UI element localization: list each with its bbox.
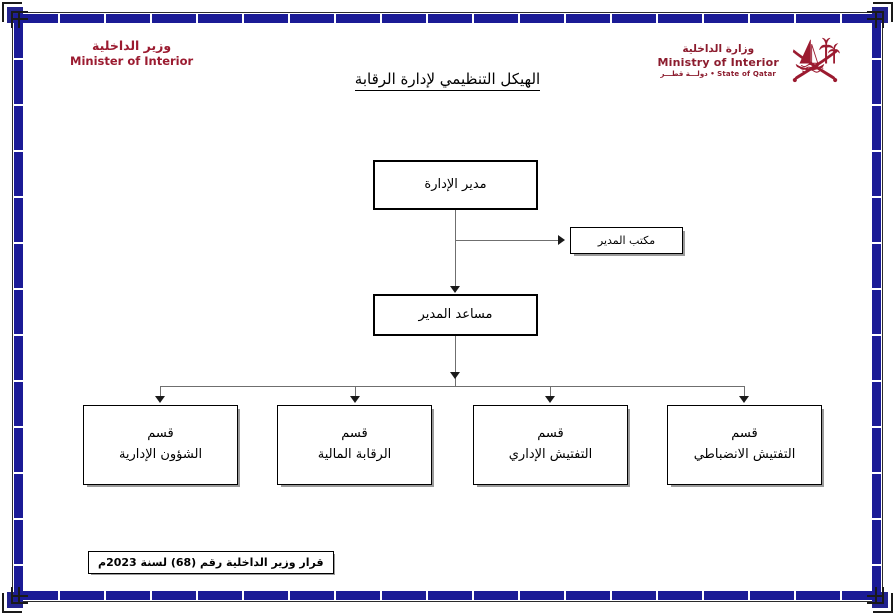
border-left-hairline [12,14,13,601]
node-dept-admin-inspection-line1: قسم [537,426,564,442]
node-director-label: مدير الإدارة [424,176,487,192]
connector-director-to-assistant [455,208,456,292]
minister-of-interior-header: وزير الداخلية Minister of Interior [70,38,193,68]
node-dept-financial-control-line2: الرقابة المالية [317,447,392,462]
node-assistant-director-label: مساعد المدير [418,306,493,322]
ministry-name-arabic: وزارة الداخلية [682,43,755,56]
page-title: الهيكل التنظيمي لإدارة الرقابة [0,70,895,91]
border-corner-bottom-right [867,587,893,613]
connector-drop-admin-affairs [160,386,161,400]
arrow-into-admin-inspection [545,396,555,403]
border-corner-top-left [2,2,28,28]
connector-drop-disciplinary-inspection [744,386,745,400]
node-dept-admin-inspection-line2: التفتيش الإداري [508,447,593,462]
connector-drop-admin-inspection [550,386,551,400]
page-title-text: الهيكل التنظيمي لإدارة الرقابة [354,70,541,91]
ministry-logo-text: وزارة الداخلية Ministry of Interior دولـ… [657,43,779,79]
node-director[interactable]: مدير الإدارة [373,160,538,210]
connector-assistant-stem [455,334,456,386]
border-corner-bottom-left [2,587,28,613]
border-top-band [14,14,881,23]
arrow-into-office [558,235,565,245]
minister-title-english: Minister of Interior [70,53,194,68]
node-director-office[interactable]: مكتب المدير [570,227,683,254]
node-director-office-label: مكتب المدير [597,233,656,247]
node-dept-disciplinary-inspection-line1: قسم [731,426,758,442]
arrow-into-disciplinary-inspection [739,396,749,403]
border-top-hairline [14,12,881,13]
minister-title-arabic: وزير الداخلية [92,38,172,53]
node-dept-disciplinary-inspection-line2: التفتيش الانضباطي [693,447,796,462]
node-dept-admin-inspection[interactable]: قسم التفتيش الإداري [473,405,628,485]
border-left-band [14,14,23,601]
node-dept-financial-control[interactable]: قسم الرقابة المالية [277,405,432,485]
ministry-state-subtitle: دولـــة قطـــر • State of Qatar [660,70,777,79]
node-dept-disciplinary-inspection[interactable]: قسم التفتيش الانضباطي [667,405,822,485]
border-right-band [872,14,881,601]
connector-drop-financial-control [355,386,356,400]
node-dept-financial-control-line1: قسم [341,426,368,442]
border-corner-top-right [867,2,893,28]
arrow-into-financial-control [350,396,360,403]
arrow-into-assistant [450,286,460,293]
node-dept-admin-affairs-line1: قسم [147,426,174,442]
node-dept-admin-affairs[interactable]: قسم الشؤون الإدارية [83,405,238,485]
node-assistant-director[interactable]: مساعد المدير [373,294,538,336]
border-bottom-band [14,591,881,600]
ministry-name-english: Ministry of Interior [657,56,779,70]
connector-director-to-office [455,240,560,241]
decree-footnote: قرار وزير الداخلية رقم (68) لسنة 2023م [88,551,334,574]
ministry-logo: وزارة الداخلية Ministry of Interior دولـ… [657,33,843,89]
node-dept-admin-affairs-line2: الشؤون الإدارية [118,447,203,462]
qatar-moi-emblem-icon [792,37,840,83]
arrow-into-admin-affairs [155,396,165,403]
arrow-assistant-stem [450,372,460,379]
connector-department-bus [160,386,745,387]
border-bottom-hairline [14,601,881,602]
border-right-hairline [882,14,883,601]
decree-footnote-text: قرار وزير الداخلية رقم (68) لسنة 2023م [98,556,324,569]
